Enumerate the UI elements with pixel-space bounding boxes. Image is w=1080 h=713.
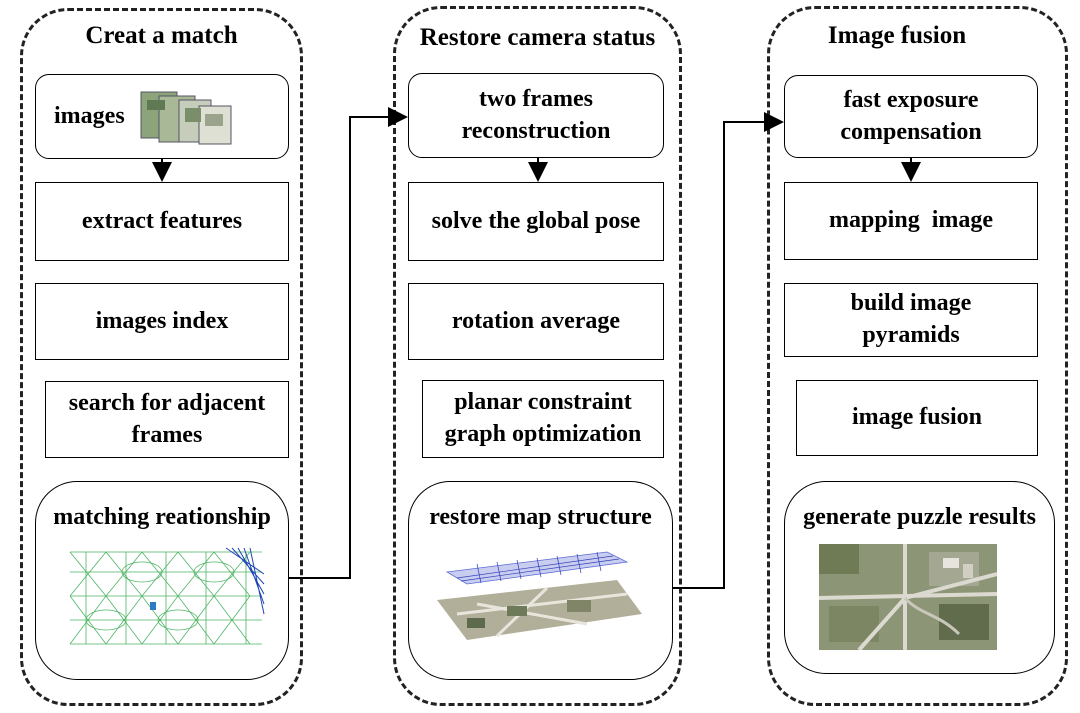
panel-image-fusion: [767, 6, 1068, 706]
step-image-fusion: image fusion: [796, 380, 1038, 456]
result-puzzle-label: generate puzzle results: [803, 504, 1036, 530]
matching-graph-icon: [69, 547, 265, 645]
result-puzzle: generate puzzle results: [784, 481, 1055, 674]
panel-title-restore-camera: Restore camera status: [419, 24, 656, 51]
result-restore-map: restore map structure: [408, 481, 673, 680]
step-planar-constraint: planar constraint graph optimization: [422, 380, 664, 458]
step-images-index: images index: [35, 283, 289, 360]
step-global-pose: solve the global pose: [408, 182, 664, 261]
result-matching-label: matching reationship: [53, 504, 271, 530]
step-images: images: [35, 74, 289, 159]
arrow-restore-to-exposure: [673, 112, 784, 589]
step-images-label: images: [54, 102, 125, 129]
arrow-matching-to-twoframes: [289, 107, 408, 579]
images-thumbnail-icon: [140, 91, 232, 144]
step-extract-features: extract features: [35, 182, 289, 261]
panel-title-image-fusion: Image fusion: [827, 22, 967, 49]
step-build-pyramids: build image pyramids: [784, 283, 1038, 357]
panel-create-match: [20, 8, 303, 706]
puzzle-result-icon: [819, 544, 997, 650]
step-mapping-image: mapping image: [784, 182, 1038, 260]
result-matching: matching reationship: [35, 481, 289, 680]
step-two-frames: two frames reconstruction: [408, 73, 664, 158]
step-rotation-average: rotation average: [408, 283, 664, 360]
panel-title-create-match: Creat a match: [85, 22, 238, 49]
panel-restore-camera: [393, 6, 682, 706]
map-structure-icon: [437, 551, 642, 640]
result-restore-map-label: restore map structure: [429, 504, 652, 530]
step-exposure-compensation: fast exposure compensation: [784, 75, 1038, 158]
step-search-adjacent: search for adjacent frames: [45, 381, 289, 458]
